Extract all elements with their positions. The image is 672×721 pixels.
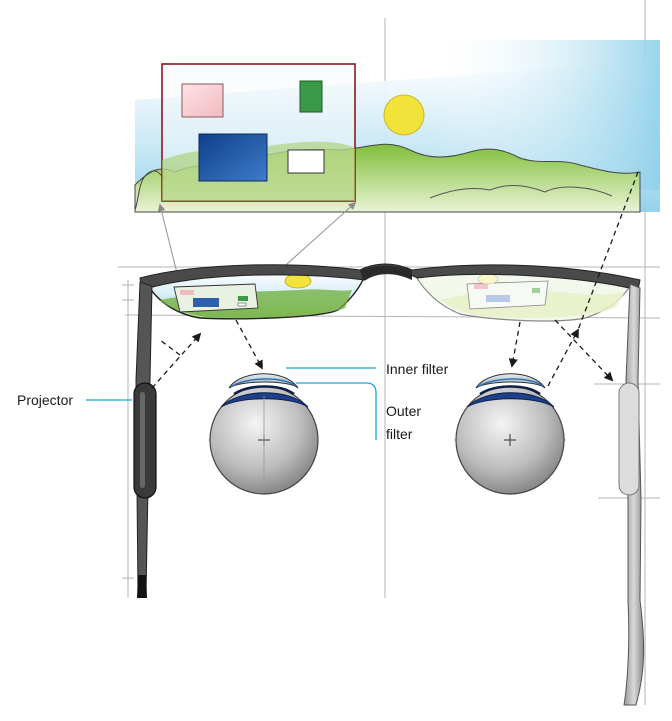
callout-lines [86, 367, 377, 440]
pink-window [181, 83, 224, 118]
lens-filter-icon [475, 373, 546, 389]
left-temple [133, 281, 157, 598]
left-eye [209, 373, 319, 495]
virtual-display [161, 63, 356, 202]
projector-label: Projector [17, 392, 74, 408]
glasses-frame [139, 263, 641, 322]
right-temple [618, 283, 645, 706]
outer-filter-label-line1: Outer [386, 403, 422, 419]
right-eye [455, 373, 565, 495]
outer-filter-label-line2: filter [386, 426, 413, 442]
lens-filter-icon [228, 373, 299, 389]
inner-filter-label: Inner filter [386, 361, 449, 377]
green-window [299, 80, 323, 113]
light-paths [151, 171, 639, 389]
sun-icon [383, 94, 425, 136]
white-window [287, 149, 325, 174]
blue-window [198, 133, 268, 182]
